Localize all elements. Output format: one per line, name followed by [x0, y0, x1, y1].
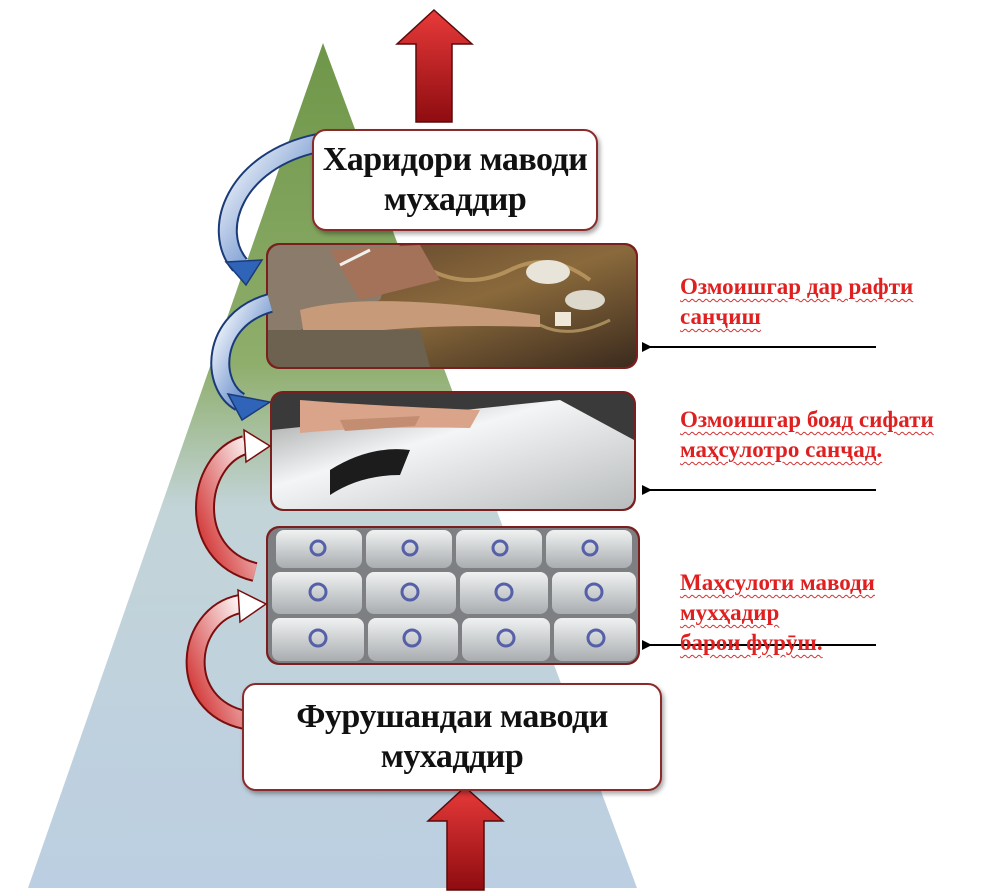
up-arrow-icon	[397, 10, 472, 122]
photo-drug-packages	[266, 526, 640, 665]
drug-buyer-box: Харидори маводи мухаддир	[312, 129, 598, 231]
caption-product-for-sale: Маҳсулоти маводи мухҳадир барои фурӯш.	[680, 568, 980, 658]
caption-tester-quality-check: Озмоишгар бояд сифати маҳсулотро санҷад.	[680, 405, 970, 465]
photo-injection	[266, 243, 638, 369]
drug-buyer-label: Харидори маводи мухаддир	[323, 140, 588, 220]
caption-tester-during-check: Озмоишгар дар рафти санҷиш	[680, 272, 970, 332]
photo-powder-bag	[270, 391, 636, 511]
drug-seller-box: Фурушандаи маводи мухаддир	[242, 683, 662, 791]
drug-seller-label: Фурушандаи маводи мухаддир	[296, 697, 608, 777]
